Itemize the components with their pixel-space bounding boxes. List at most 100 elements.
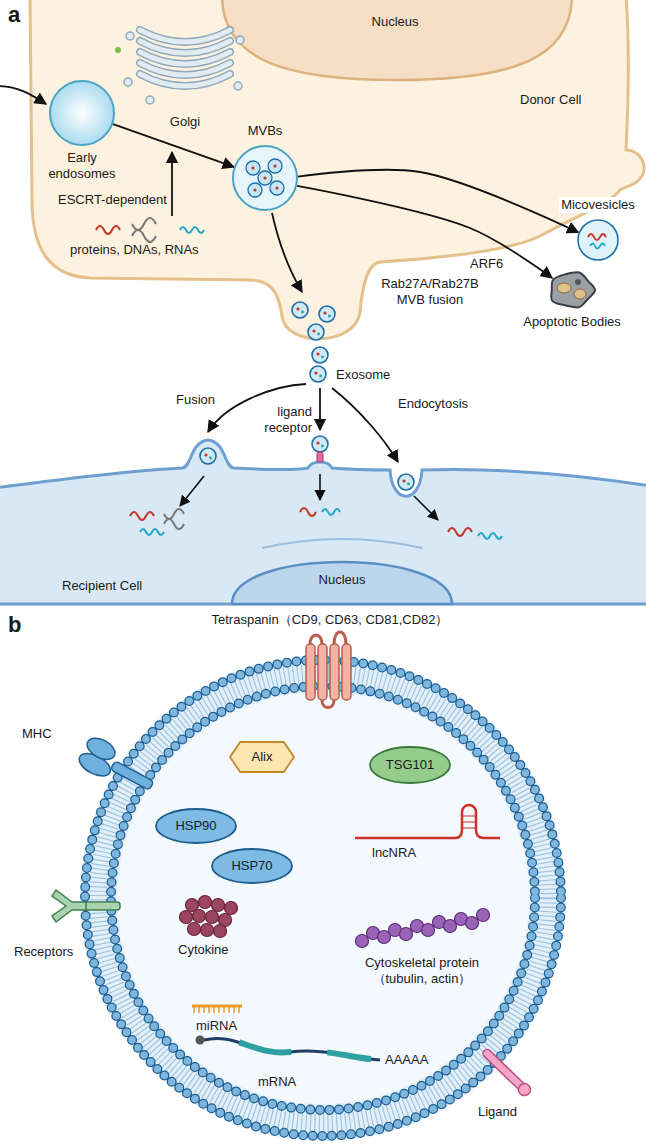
mhc-protein [110, 761, 154, 790]
exosome-membrane [80, 655, 566, 1141]
recipient-nucleus [232, 562, 452, 604]
apoptotic-body-node: Apoptotic Bodies [547, 270, 597, 310]
microvesicle-node: Micovesicles [577, 219, 619, 261]
released-cargo [322, 509, 340, 515]
protein-node-outline [156, 809, 236, 843]
process-label: ESCRT-dependent [58, 192, 167, 208]
cytoskeletal-chain [422, 924, 435, 937]
cell-label: Donor Cell [520, 92, 581, 108]
cytokine-cluster [199, 896, 212, 909]
golgi [140, 30, 230, 42]
exosome-membrane [85, 660, 561, 1136]
exosome-vesicle [312, 436, 328, 452]
golgi [115, 47, 121, 53]
mvb-node-outline [273, 164, 276, 167]
exosome-membrane [85, 660, 561, 1136]
exosome-membrane [111, 686, 535, 1110]
pathway-arrow [0, 86, 46, 104]
apoptotic-body-node-outline [574, 289, 586, 299]
exosome-vesicle [308, 324, 324, 340]
cargo-label: proteins, DNAs, RNAs [70, 242, 199, 258]
cytokine-cluster [212, 899, 225, 912]
mrna-strand [196, 1036, 205, 1045]
lncrna-strand [355, 805, 500, 838]
golgi [140, 63, 230, 75]
donor-cell [30, 0, 644, 339]
exosome-vesicle [319, 306, 335, 322]
tetraspanin-protein [334, 632, 346, 644]
cytokine-cluster [225, 902, 238, 915]
exosome-vesicle [292, 302, 308, 318]
tetraspanin-protein [322, 700, 334, 708]
golgi [140, 52, 230, 64]
cytokine-cluster [193, 910, 206, 923]
exosome-membrane [117, 692, 529, 1104]
released-cargo [140, 529, 164, 535]
organelle-label: Nucleus [372, 14, 419, 30]
golgi [140, 74, 230, 86]
pathway-arrow [272, 213, 302, 292]
process-label: Rab27A/Rab27B MVB fusion [374, 276, 486, 308]
released-cargo [180, 476, 204, 506]
exosome-membrane [80, 655, 566, 1141]
exosome-vesicle [310, 366, 326, 382]
cytokine-cluster [201, 924, 214, 937]
mvb-node-outline [253, 188, 256, 191]
microvesicle-node-outline [578, 220, 618, 260]
tetraspanin-protein [306, 644, 315, 700]
exosome-vesicle [398, 474, 414, 490]
mvb-node-outline [268, 159, 282, 173]
protein-label: Cytoskeletal protein （tubulin, actin） [352, 955, 492, 987]
cytoskeletal-chain [400, 928, 413, 941]
recipient-nucleus [232, 539, 452, 604]
mirna-strand [192, 1006, 242, 1013]
protein-node-outline [230, 742, 294, 772]
rna-label: mRNA [258, 1074, 296, 1090]
mhc-protein [76, 734, 160, 801]
apoptotic-body-node-outline [557, 283, 571, 293]
tetraspanin-protein [318, 644, 327, 700]
released-cargo [448, 528, 472, 536]
released-cargo [478, 533, 502, 539]
cargo-icon [180, 227, 204, 233]
donor-nucleus [222, 0, 572, 80]
rna-label: lncNRA [372, 845, 416, 861]
organelle-label: Nucleus [319, 572, 366, 588]
pathway-arrow [113, 124, 234, 167]
golgi [140, 63, 230, 75]
rna-label: AAAAA [385, 1052, 428, 1068]
edge-label: ARF6 [470, 256, 503, 272]
protein-node: Alix [229, 741, 295, 773]
donor-nucleus [222, 0, 572, 80]
protein-node-outline [212, 849, 292, 883]
node-label: Alix [252, 749, 273, 765]
mrna-strand [204, 1038, 380, 1060]
protein-node-outline [370, 747, 450, 783]
pathway-arrow [171, 152, 173, 216]
node-label: Micovesicles [559, 197, 637, 213]
exosome-vesicle [312, 347, 328, 363]
golgi [236, 36, 244, 44]
ligand-protein [481, 1048, 525, 1091]
tetraspanin-protein [342, 644, 351, 700]
cytokine-cluster [180, 896, 238, 938]
golgi [140, 41, 230, 53]
protein-node: HSP90 [155, 808, 237, 844]
node-label: TSG101 [386, 757, 434, 773]
exosome-membrane [111, 686, 535, 1110]
receptor-protein [84, 902, 120, 910]
uptake-label: Endocytosis [398, 396, 468, 412]
cell-label: Recipient Cell [62, 578, 142, 594]
golgi [124, 78, 132, 86]
mrna-strand [196, 1036, 381, 1061]
lncrna-strand [355, 805, 500, 838]
released-cargo [319, 474, 321, 500]
recipient-cell [0, 440, 646, 604]
golgi [234, 82, 242, 90]
node-label: Early endosomes [43, 150, 121, 182]
cargo-icon [96, 218, 204, 242]
ligand-protein [516, 1081, 533, 1098]
lncrna-strand [462, 816, 476, 828]
tetraspanin-protein [306, 632, 351, 708]
